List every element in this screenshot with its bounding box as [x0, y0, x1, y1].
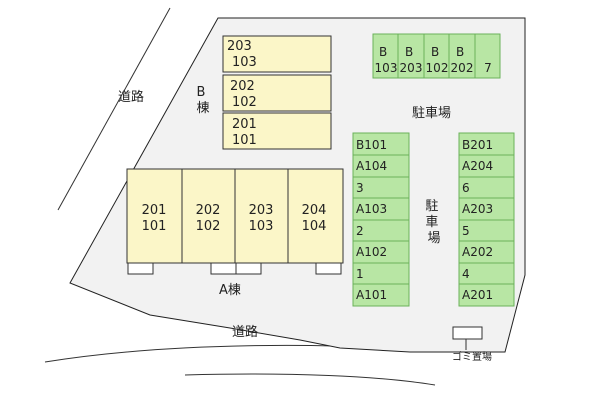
unit-label: 201 — [232, 117, 257, 132]
unit-label: 102 — [196, 219, 221, 234]
parking-label: 6 — [462, 181, 470, 195]
parking-label: B 202 — [451, 45, 474, 75]
balcony — [127, 262, 154, 275]
road-label: 道路 — [232, 324, 258, 340]
garbage-label: ゴミ置場 — [452, 350, 492, 363]
parking-label: A204 — [462, 159, 493, 173]
parking-label: A103 — [356, 202, 387, 216]
parking-label-line: B — [431, 45, 439, 59]
balcony — [235, 262, 262, 275]
parking-space — [372, 33, 399, 79]
parking-label: A104 — [356, 159, 387, 173]
parking-label: A101 — [356, 288, 387, 302]
parking-label: 4 — [462, 267, 470, 281]
building-a-label: A棟 — [219, 283, 241, 298]
parking-label: B201 — [462, 138, 493, 152]
parking-space — [458, 283, 515, 307]
building-a-unit — [181, 168, 236, 264]
parking-label: A203 — [462, 202, 493, 216]
parking-space — [448, 33, 476, 79]
parking-label: B 102 — [426, 45, 449, 75]
unit-label: 203 — [249, 203, 274, 218]
parking-space — [352, 283, 410, 307]
building-b-block — [222, 112, 332, 150]
building-b: 203 103 202 102 201 101 — [222, 35, 332, 150]
balcony — [210, 262, 237, 275]
parking-top-row: B 103 B 203 B 102 B 202 7 — [372, 33, 501, 79]
road-edge-upper-left — [57, 7, 171, 211]
parking-label: 1 — [356, 267, 364, 281]
parking-left-column: B101 A104 3 A103 2 A102 1 A101 — [352, 132, 410, 307]
unit-label: 202 — [230, 79, 255, 94]
parking-label-line: 103 — [375, 61, 398, 75]
parking-label-line: B — [456, 45, 464, 59]
parking-label: 5 — [462, 224, 470, 238]
parking-lot-label-line: 車 — [425, 215, 438, 230]
building-b-block — [222, 74, 332, 112]
unit-label: 101 — [142, 219, 167, 234]
unit-label: 201 — [142, 203, 167, 218]
unit-label: 204 — [302, 203, 327, 218]
road-label: 道路 — [118, 89, 144, 105]
building-b-label-line: 棟 — [196, 101, 209, 116]
building-b-block — [222, 35, 332, 73]
garbage-area — [452, 326, 483, 340]
parking-label-line: 203 — [400, 61, 423, 75]
building-a-unit — [126, 168, 183, 264]
parking-lot-label-line: 駐 — [425, 199, 438, 214]
building-a-unit — [287, 168, 344, 264]
unit-label: 202 — [196, 203, 221, 218]
parking-label: 3 — [356, 181, 364, 195]
parking-label: 7 — [484, 61, 492, 75]
parking-label-line: 202 — [451, 61, 474, 75]
building-a: 201 101 202 102 203 103 204 104 — [126, 168, 344, 275]
parking-label: B 103 — [375, 45, 398, 75]
parking-label: B 203 — [400, 45, 423, 75]
unit-label: 102 — [232, 95, 257, 110]
parking-label: B101 — [356, 138, 387, 152]
parking-label: A201 — [462, 288, 493, 302]
parking-space — [423, 33, 450, 79]
parking-label: 2 — [356, 224, 364, 238]
parking-label-line: B — [405, 45, 413, 59]
parking-lot-label-top: 駐車場 — [412, 106, 451, 121]
parking-right-column: B201 A204 6 A203 5 A202 4 A201 — [458, 132, 515, 307]
unit-label: 203 — [227, 39, 252, 54]
building-b-label-line: B — [196, 85, 205, 100]
parking-label-line: B — [379, 45, 387, 59]
balcony — [315, 262, 342, 275]
parking-label: A202 — [462, 245, 493, 259]
unit-label: 101 — [232, 133, 257, 148]
parking-space — [474, 33, 501, 79]
unit-label: 104 — [302, 219, 327, 234]
parking-label: A102 — [356, 245, 387, 259]
parking-lot-label-middle: 駐 車 場 — [425, 199, 442, 246]
parking-label-line: 102 — [426, 61, 449, 75]
parking-lot-label-line: 場 — [427, 231, 440, 246]
unit-label: 103 — [232, 55, 257, 70]
building-b-label: B 棟 — [196, 85, 209, 116]
road-edge-bottom-2 — [184, 373, 436, 386]
unit-label: 103 — [249, 219, 274, 234]
